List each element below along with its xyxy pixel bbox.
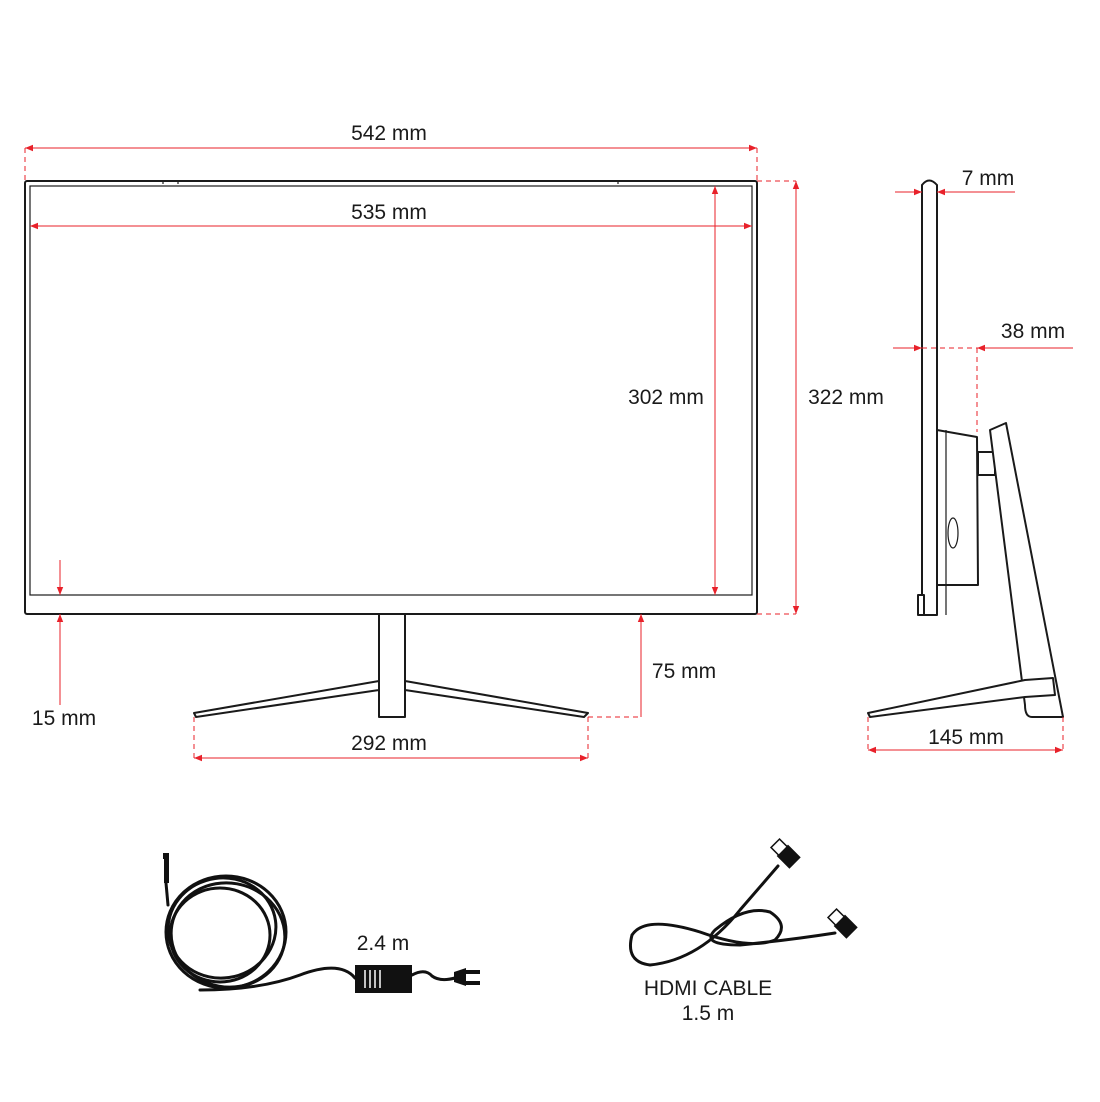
hdmi-cable-illustration: HDMI CABLE 1.5 m [629, 837, 858, 1025]
stand-base-right [404, 680, 589, 718]
label-power-cable-length: 2.4 m [357, 932, 410, 955]
label-base-depth: 145 mm [928, 726, 1004, 749]
stand-arm [989, 422, 1064, 718]
hdmi-connector-top-icon [769, 837, 801, 869]
label-base-width: 292 mm [351, 732, 427, 755]
mount-box [936, 429, 979, 586]
label-screen-height: 302 mm [628, 386, 704, 409]
label-overall-height: 322 mm [808, 386, 884, 409]
screen-area [29, 185, 753, 596]
label-stand-gap: 75 mm [652, 660, 716, 683]
label-thickness: 7 mm [962, 167, 1015, 190]
label-overall-width: 542 mm [351, 122, 427, 145]
label-depth-with-mount: 38 mm [1001, 320, 1065, 343]
power-plug-icon [454, 968, 466, 986]
label-bottom-bezel: 15 mm [32, 707, 96, 730]
power-adapter-brick [355, 965, 412, 993]
side-base [867, 677, 1056, 718]
stand-neck [378, 613, 406, 718]
label-screen-width: 535 mm [351, 201, 427, 224]
front-view: 542 mm 535 mm 302 mm 322 mm 15 mm 75 mm … [24, 122, 884, 762]
power-adapter-illustration: 2.4 m [163, 853, 480, 993]
panel-side [921, 179, 938, 616]
label-hdmi-length: 1.5 m [682, 1002, 735, 1025]
label-hdmi-cable: HDMI CABLE [644, 977, 772, 1000]
hdmi-connector-bottom-icon [826, 907, 858, 939]
side-view: 7 mm 38 mm 145 mm [867, 167, 1073, 754]
stand-base-left [193, 680, 380, 718]
